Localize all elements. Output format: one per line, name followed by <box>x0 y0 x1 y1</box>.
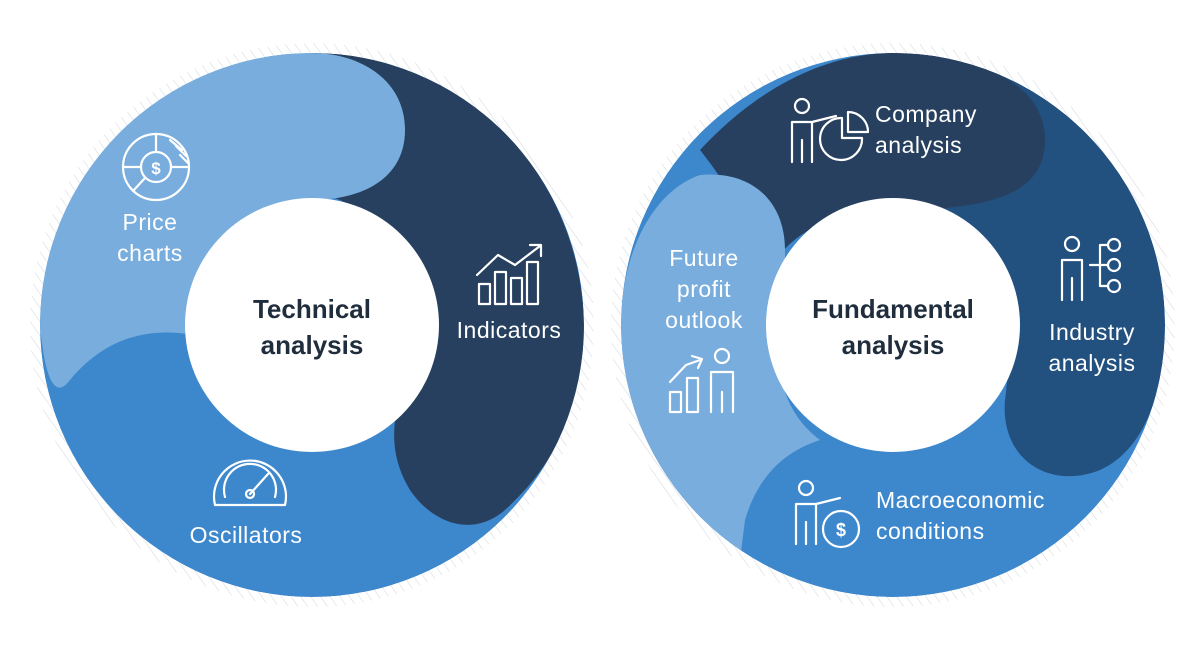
future-label-line2: profit <box>677 276 731 302</box>
fundamental-center-line1: Fundamental <box>812 294 974 324</box>
growth-chart-person-icon <box>668 347 735 414</box>
company-label-line2: analysis <box>875 132 962 158</box>
fundamental-wheel: Fundamental analysis Company analysis In… <box>621 53 1165 597</box>
fundamental-center <box>766 198 1020 452</box>
price-charts-segment <box>40 53 405 388</box>
svg-text:$: $ <box>836 520 846 540</box>
company-label-line1: Company <box>875 101 977 127</box>
technical-wheel: Technical analysis $ Price charts Indica… <box>40 53 584 597</box>
industry-label-line2: analysis <box>1048 350 1135 376</box>
technical-center-line2: analysis <box>261 330 364 360</box>
rising-bar-chart-icon <box>475 243 543 306</box>
future-label-line1: Future <box>669 245 738 271</box>
svg-text:$: $ <box>151 159 161 178</box>
gauge-icon <box>212 459 288 507</box>
fundamental-center-line2: analysis <box>842 330 945 360</box>
company-segment <box>700 53 1045 270</box>
price-charts-label-line2: charts <box>117 240 183 266</box>
oscillators-label: Oscillators <box>190 522 303 548</box>
person-network-icon <box>1060 235 1122 302</box>
macro-label-line1: Macroeconomic <box>876 487 1045 513</box>
future-label-line3: outlook <box>665 307 743 333</box>
price-charts-label-line1: Price <box>123 209 178 235</box>
presenter-dollar-icon: $ <box>794 479 861 549</box>
future-segment <box>621 174 820 561</box>
technical-center-line1: Technical <box>253 294 371 324</box>
indicators-label: Indicators <box>457 317 562 343</box>
macro-label-line2: conditions <box>876 518 985 544</box>
presenter-pie-chart-icon <box>790 97 870 164</box>
industry-label-line1: Industry <box>1049 319 1135 345</box>
price-chart-icon: $ <box>121 132 191 202</box>
technical-center <box>185 198 439 452</box>
